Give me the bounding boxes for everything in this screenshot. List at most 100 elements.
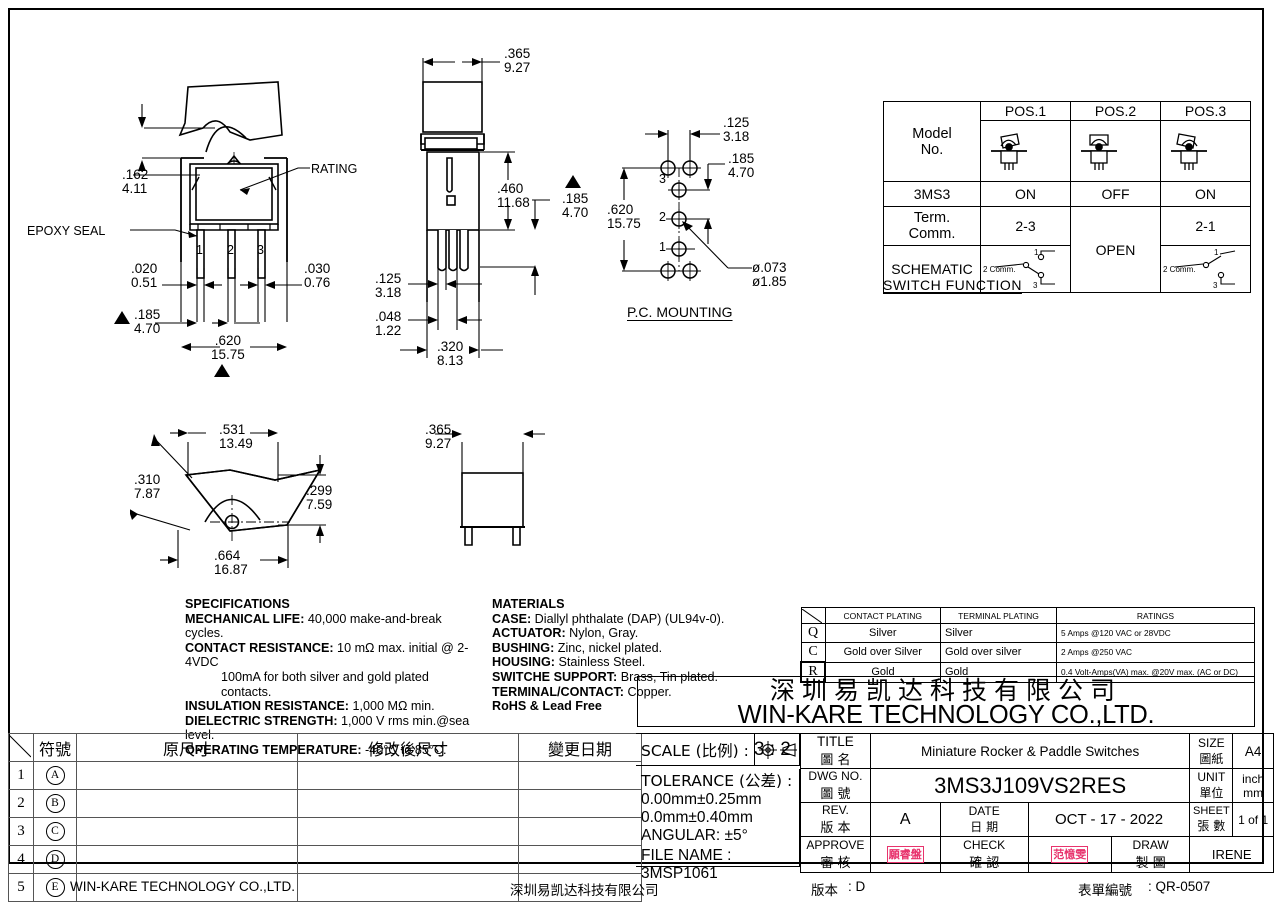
actuator-view	[130, 400, 480, 585]
rev-label-cell: REV. 版 本	[800, 802, 871, 837]
revision-original[interactable]	[76, 845, 298, 874]
dwg-row: DWG NO. 圖 號 3MS3J109VS2RES UNIT 單位 inch …	[800, 768, 1274, 803]
revision-row[interactable]: 2 B	[8, 789, 642, 818]
company-name-en: WIN-KARE TECHNOLOGY CO.,LTD.	[737, 701, 1155, 727]
dim-620-1575-pcb: .620 15.75	[607, 202, 641, 231]
pcb-pin-3: 3	[659, 172, 666, 186]
size-label-en: SIZE	[1197, 735, 1225, 750]
switch-function-caption: SWITCH FUNCTION	[883, 277, 1022, 293]
dim-125-318-pcb: .125 3.18	[723, 115, 750, 144]
front-view: x	[100, 40, 430, 380]
revision-original[interactable]	[76, 873, 298, 902]
spec-row: 100mA for both silver and gold plated co…	[221, 669, 429, 699]
spec-row: INSULATION RESISTANCE: 1,000 MΩ min.	[185, 699, 435, 714]
projection-cone-icon	[779, 742, 797, 757]
unit-value-inch: inch	[1242, 771, 1265, 786]
dim-125-318-side: .125 3.18	[375, 271, 402, 300]
term-line2: Comm.	[908, 226, 956, 242]
callout-epoxy-seal: EPOXY SEAL	[27, 224, 106, 238]
unit-label-cn: 單位	[1199, 786, 1224, 800]
dim-162-411: .162 4.11	[122, 167, 149, 196]
unit-label-cell: UNIT 單位	[1189, 768, 1234, 803]
ratings-row: Q Silver Silver 5 Amps @120 VAC or 28VDC	[800, 623, 1255, 643]
fn-state-row: 3MS3 ON OFF ON	[883, 181, 1251, 207]
schematic-pos1-cell: 1 3 2 Comm.	[980, 245, 1071, 293]
open-cell: OPEN	[1070, 206, 1161, 293]
fn-header-row: Model No. POS.1 POS.2 POS.3	[883, 101, 1251, 182]
svg-text:2 Comm.: 2 Comm.	[1163, 265, 1195, 274]
state-pos1: ON	[980, 181, 1071, 207]
material-row: ACTUATOR: Nylon, Gray.	[492, 626, 639, 641]
footer-version-value: : D	[848, 879, 866, 894]
pin-label-2: 2	[227, 243, 234, 257]
check-label-en: CHECK	[963, 838, 1006, 852]
rocker-switch-pos1-icon	[991, 133, 1027, 170]
dim-365-927-actuator: .365 9.27	[425, 422, 452, 451]
date-value: OCT - 17 - 2022	[1027, 802, 1191, 837]
revision-table: 符號 原尺寸 修改後尺寸 變更日期 1 A 2 B 3 C 4	[8, 733, 642, 902]
revision-original[interactable]	[76, 789, 298, 818]
sheet-label-en: SHEET	[1192, 805, 1230, 817]
pcb-pin-2: 2	[659, 210, 666, 224]
ratings-hd-contact: CONTACT PLATING	[824, 607, 941, 624]
footer-version-label: 版本	[811, 883, 838, 899]
date-label-cn: 日 期	[970, 820, 999, 834]
date-label-en: DATE	[968, 804, 1000, 818]
schematic-pos1-icon: 1 3 2 Comm.	[983, 248, 1055, 290]
revision-modified[interactable]	[297, 789, 519, 818]
switch-function-table: Model No. POS.1 POS.2 POS.3	[883, 101, 1251, 293]
title-label-en: TITLE	[817, 734, 854, 749]
rating-value-c: 2 Amps @250 VAC	[1056, 642, 1255, 663]
rating-value-r: 0.4 Volt-Amps(VA) max. @20V max. (AC or …	[1056, 661, 1255, 683]
dim-365-927-side: .365 9.27	[504, 46, 531, 75]
revision-date[interactable]	[518, 817, 642, 846]
revision-modified[interactable]	[297, 761, 519, 790]
revision-original[interactable]	[76, 761, 298, 790]
revision-date[interactable]	[518, 873, 642, 902]
revision-date[interactable]	[518, 761, 642, 790]
unit-label-en: UNIT	[1197, 770, 1226, 784]
revision-modified[interactable]	[297, 873, 519, 902]
material-row: HOUSING: Stainless Steel.	[492, 655, 646, 670]
rating-contact-q: Silver	[824, 623, 941, 643]
ratings-corner-cell	[800, 607, 826, 624]
footer-form-value: : QR-0507	[1148, 879, 1211, 894]
revision-date[interactable]	[518, 789, 642, 818]
tolerance-label: TOLERANCE (公差) :	[641, 772, 793, 790]
side-view	[370, 40, 670, 385]
date-label-cell: DATE 日 期	[939, 802, 1029, 837]
dim-030-076: .030 0.76	[304, 261, 331, 290]
revision-row[interactable]: 5 E	[8, 873, 642, 902]
svg-text:2 Comm.: 2 Comm.	[983, 265, 1015, 274]
revision-modified[interactable]	[297, 845, 519, 874]
revision-symbol: A	[33, 761, 77, 790]
schematic-pos3-cell: 1 3 2 Comm.	[1160, 245, 1251, 293]
revision-row[interactable]: 4 D	[8, 845, 642, 874]
rating-code-r: R	[800, 661, 826, 683]
footer-company-cn: 深圳易凯达科技有限公司	[510, 883, 659, 899]
rating-code-q: Q	[800, 623, 826, 643]
revision-row[interactable]: 3 C	[8, 817, 642, 846]
rating-terminal-q: Silver	[940, 623, 1057, 643]
rev-label-cn: 版 本	[820, 821, 851, 836]
rating-contact-c: Gold over Silver	[824, 642, 941, 663]
callout-rating: RATING	[311, 162, 358, 176]
terminal-pos3: 2-1	[1160, 206, 1251, 246]
schematic-pos3-icon: 1 3 2 Comm.	[1163, 248, 1236, 290]
check-stamp: 范憶雯	[1051, 846, 1089, 863]
pin-label-3: 3	[257, 243, 264, 257]
footer-form-label: 表單編號	[1078, 883, 1132, 899]
fn-terminal-row: Term. Comm. 2-3 OPEN 2-1	[883, 206, 1251, 293]
size-label-cn: 圖紙	[1199, 751, 1224, 766]
rating-terminal-c: Gold over silver	[940, 642, 1057, 663]
revision-original[interactable]	[76, 817, 298, 846]
revision-modified[interactable]	[297, 817, 519, 846]
ratings-table: CONTACT PLATING TERMINAL PLATING RATINGS…	[800, 607, 1255, 683]
revision-date[interactable]	[518, 845, 642, 874]
rating-contact-r: Gold	[824, 661, 941, 683]
rating-code-c: C	[800, 642, 826, 663]
dim-185-470-pcb: .185 4.70	[728, 151, 755, 180]
actuator-side-view	[355, 400, 545, 580]
revision-row[interactable]: 1 A	[8, 761, 642, 790]
revision-hd-symbol: 符號	[33, 733, 77, 762]
